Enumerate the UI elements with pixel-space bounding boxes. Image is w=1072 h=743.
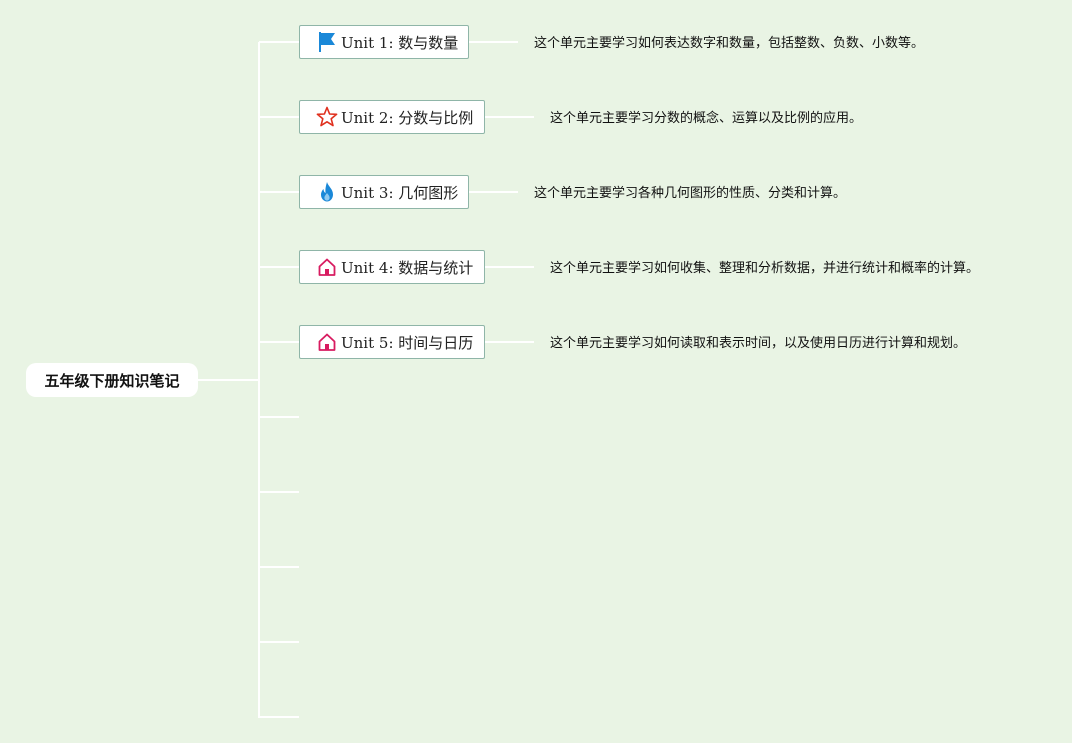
unit-2-label: Unit 2: 分数与比例 [341, 108, 474, 127]
unit-3-label: Unit 3: 几何图形 [341, 183, 459, 202]
unit-4-node[interactable]: Unit 4: 数据与统计 [299, 250, 485, 284]
flag-icon [316, 31, 338, 53]
unit-5-node[interactable]: Unit 5: 时间与日历 [299, 325, 485, 359]
flame-icon [316, 181, 338, 203]
unit-1-description: 这个单元主要学习如何表达数字和数量，包括整数、负数、小数等。 [534, 36, 925, 51]
unit-3-node[interactable]: Unit 3: 几何图形 [299, 175, 469, 209]
unit-3-description: 这个单元主要学习各种几何图形的性质、分类和计算。 [534, 186, 847, 201]
house-icon [316, 256, 338, 278]
star-icon [316, 106, 338, 128]
unit-5-description: 这个单元主要学习如何读取和表示时间，以及使用日历进行计算和规划。 [550, 336, 967, 351]
unit-4-description: 这个单元主要学习如何收集、整理和分析数据，并进行统计和概率的计算。 [550, 261, 980, 276]
unit-1-node[interactable]: Unit 1: 数与数量 [299, 25, 469, 59]
unit-4-label: Unit 4: 数据与统计 [341, 258, 474, 277]
unit-1-label: Unit 1: 数与数量 [341, 33, 459, 52]
unit-2-description: 这个单元主要学习分数的概念、运算以及比例的应用。 [550, 111, 863, 126]
unit-2-node[interactable]: Unit 2: 分数与比例 [299, 100, 485, 134]
root-topic-label: 五年级下册知识笔记 [44, 371, 180, 390]
house-icon [316, 331, 338, 353]
root-topic[interactable]: 五年级下册知识笔记 [26, 363, 198, 397]
unit-5-label: Unit 5: 时间与日历 [341, 333, 474, 352]
